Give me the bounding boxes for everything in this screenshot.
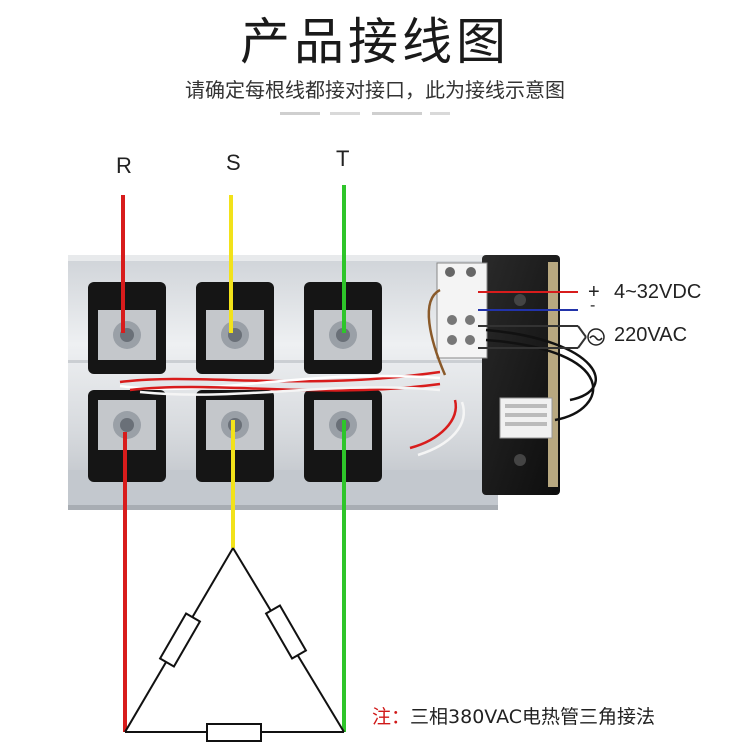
phase-lines-top — [121, 185, 346, 333]
control-wiring — [119, 288, 598, 457]
ac-wave-icon — [589, 335, 603, 341]
control-leads — [478, 291, 605, 349]
cooling-fan — [482, 255, 560, 495]
ac-bracket-top — [577, 325, 587, 338]
phase-lines-bottom — [123, 420, 346, 732]
note-text: 三相380VAC电热管三角接法 — [410, 706, 655, 728]
phase-label-t: T — [336, 146, 350, 171]
heater-element-bottom — [206, 723, 262, 742]
dc-voltage-label: 4~32VDC — [614, 281, 702, 303]
note-prefix: 注： — [372, 706, 411, 728]
subtitle-underline — [280, 112, 450, 115]
phase-label-s: S — [226, 150, 241, 175]
heater-element-left — [158, 612, 202, 668]
heater-element-right — [264, 604, 308, 660]
page-subtitle: 请确定每根线都接对接口，此为接线示意图 — [185, 78, 565, 102]
phase-label-r: R — [116, 153, 132, 178]
page-title: 产品接线图 — [240, 13, 510, 71]
ac-bracket-bottom — [577, 336, 587, 349]
ac-voltage-label: 220VAC — [614, 324, 688, 346]
dc-minus-label: - — [590, 297, 596, 314]
wiring-note: 注：三相380VAC电热管三角接法 — [372, 702, 655, 729]
delta-heater-load — [124, 547, 345, 742]
dc-plus-label: + — [588, 281, 600, 303]
ssr-module-r — [88, 282, 166, 482]
ac-symbol-icon — [587, 328, 605, 346]
